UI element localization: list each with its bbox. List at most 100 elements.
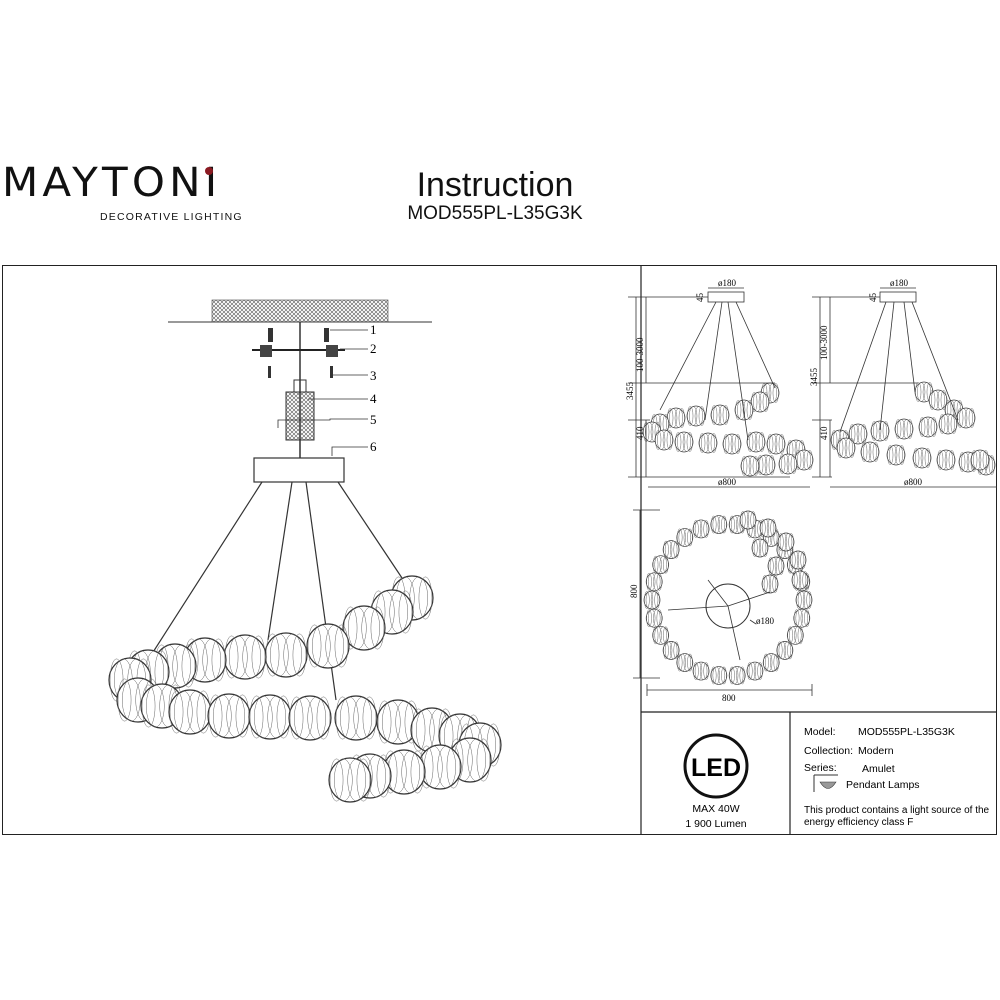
bead-rib	[790, 551, 796, 569]
bead-rib	[736, 666, 744, 685]
bead-rib	[778, 533, 784, 551]
bead-rib	[779, 454, 786, 474]
bead-rib	[683, 528, 692, 547]
bead-rib	[729, 515, 735, 534]
bead-rib	[769, 557, 778, 575]
bead-rib	[725, 434, 734, 454]
bead-rib	[800, 609, 809, 628]
bead	[662, 641, 680, 660]
bead-rib	[676, 528, 683, 547]
bead-rib	[797, 591, 806, 609]
bead-rib	[770, 653, 778, 672]
bead-rib	[794, 626, 802, 645]
ceiling-hatch	[211, 299, 389, 323]
screw-icon	[324, 328, 329, 342]
bead-rib	[294, 696, 313, 740]
bead-rib	[940, 390, 947, 410]
bead-rib	[913, 448, 920, 468]
bead-rib	[669, 641, 678, 660]
bead	[778, 453, 798, 475]
bead-rib	[793, 571, 802, 589]
bead-rib	[971, 450, 978, 470]
bead-rib	[307, 696, 327, 740]
bead-rib	[789, 626, 797, 645]
bead-rib	[721, 515, 727, 534]
bead-rib	[340, 696, 359, 740]
bead-rib	[763, 653, 769, 672]
side2-total: 3455	[809, 368, 819, 387]
callout-5: 5	[370, 412, 377, 427]
bead-rib	[915, 382, 922, 402]
bead-rib	[920, 448, 930, 468]
bead-rib	[779, 533, 788, 551]
bead	[288, 695, 332, 741]
bead-rib	[446, 745, 461, 789]
bead-rib	[930, 417, 937, 437]
bead-rib	[848, 438, 855, 458]
bead-rib	[467, 738, 487, 782]
bead-rib	[797, 450, 806, 470]
bead-rib	[689, 406, 698, 426]
bead-rib	[747, 662, 753, 680]
bead-rib	[141, 684, 156, 728]
bead-rib	[898, 445, 905, 465]
brand-tagline: DECORATIVE LIGHTING	[100, 211, 243, 223]
bead-rib	[921, 417, 930, 437]
bead-rib	[784, 533, 793, 551]
bead-rib	[329, 758, 344, 802]
bead	[674, 431, 694, 453]
bead-rib	[699, 520, 708, 538]
bead-rib	[802, 450, 812, 470]
bead-rib	[377, 700, 392, 744]
bead-rib	[307, 624, 322, 668]
bead-rib	[915, 448, 924, 468]
bead-rib	[773, 653, 780, 672]
bead-rib	[772, 575, 778, 593]
bead-rib	[778, 557, 784, 575]
bead-rib	[676, 653, 683, 672]
bead-rib	[889, 445, 898, 465]
bead-rib	[122, 678, 141, 722]
bead	[761, 574, 779, 594]
bead	[766, 433, 786, 455]
bead-rib	[735, 400, 742, 420]
bead-rib	[710, 666, 717, 685]
bead	[654, 429, 674, 451]
bead-rib	[694, 520, 703, 538]
bead	[645, 572, 663, 592]
bead-rib	[752, 456, 759, 476]
bead-rib	[312, 624, 331, 668]
bead-rib	[764, 455, 774, 475]
side-view-1	[628, 287, 810, 488]
bead-rib	[362, 696, 377, 740]
bead-rib	[768, 455, 775, 475]
bead-rib	[796, 551, 805, 569]
bead-rib	[686, 432, 693, 452]
bead-rib	[873, 421, 882, 441]
bead	[886, 444, 906, 466]
bead	[722, 433, 742, 455]
bead-rib	[742, 400, 752, 420]
bead-rib	[806, 591, 812, 609]
bead-rib	[711, 405, 718, 425]
bead	[789, 550, 807, 570]
bead	[870, 420, 890, 442]
bead-rib	[887, 445, 894, 465]
bead-rib	[713, 405, 722, 425]
bead-rib	[664, 641, 673, 660]
bead-rib	[919, 417, 926, 437]
bead-rib	[398, 590, 413, 634]
top-view	[633, 509, 813, 696]
bead	[751, 538, 769, 558]
bead-rib	[750, 511, 756, 529]
bead-rib	[677, 432, 686, 452]
side1-top-h: 45	[695, 293, 705, 303]
spec-collection-label: Collection:	[804, 745, 853, 757]
bead-rib	[645, 422, 654, 442]
bead-rib	[678, 653, 686, 672]
bead-rib	[654, 626, 662, 645]
bead	[328, 757, 372, 803]
bead-rib	[401, 750, 421, 794]
side1-top-dia: ø180	[718, 278, 737, 288]
bead	[334, 695, 378, 741]
